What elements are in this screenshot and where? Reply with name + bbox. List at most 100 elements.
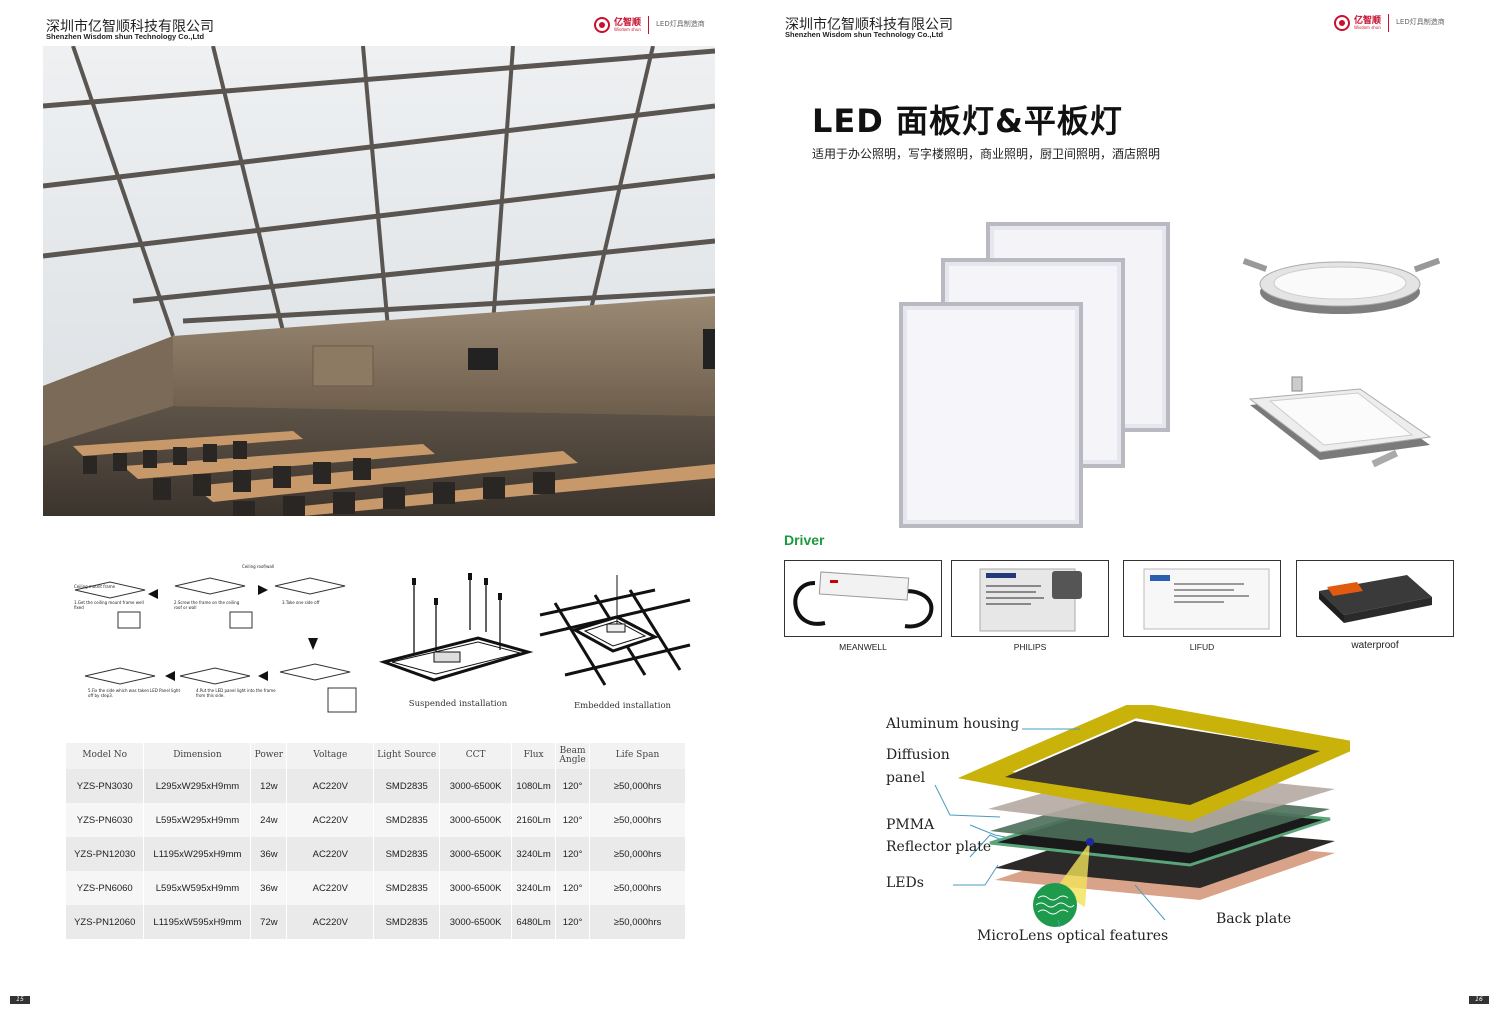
table-cell: 24w	[250, 803, 288, 837]
conference-room-photo	[43, 46, 715, 516]
table-cell: 3000-6500K	[439, 871, 513, 905]
layer-label-diffusion-2: panel	[886, 770, 926, 786]
col-header: Dimension	[143, 743, 252, 769]
table-row: YZS-PN6030 L595xW295xH9mm 24w AC220V SMD…	[66, 803, 686, 837]
table-cell: L595xW295xH9mm	[143, 803, 252, 837]
table-cell: AC220V	[286, 905, 375, 939]
layer-label-microlens: MicroLens optical features	[977, 928, 1169, 944]
install-step-label-5: LED Panel light	[150, 688, 181, 693]
table-row: YZS-PN6060 L595xW595xH9mm 36w AC220V SMD…	[66, 871, 686, 905]
company-name-cn-right: 深圳市亿智顺科技有限公司	[785, 17, 953, 33]
installation-steps-diagram: Ceiling mount frame Ceiling roof/wall 1.…	[70, 560, 365, 720]
company-name-en: Shenzhen Wisdom shun Technology Co.,Ltd	[46, 32, 205, 41]
install-step-label-6: 4.Put the LED panel light into the frame…	[196, 688, 276, 698]
table-cell: 120°	[555, 803, 591, 837]
driver-heading: Driver	[784, 532, 825, 548]
table-row: YZS-PN12030 L1195xW295xH9mm 36w AC220V S…	[66, 837, 686, 871]
brand-name-en: Wisdom shun	[1354, 24, 1381, 30]
table-cell: ≥50,000hrs	[589, 905, 686, 939]
driver-card-meanwell	[784, 560, 942, 637]
driver-label-meanwell: MEANWELL	[839, 642, 887, 652]
layer-label-pmma: PMMA	[886, 817, 935, 833]
driver-card-waterproof	[1296, 560, 1454, 637]
table-cell: L1195xW595xH9mm	[143, 905, 252, 939]
layer-label-reflector: Reflector plate	[886, 839, 992, 855]
brand-name: 亿智顺	[614, 17, 642, 28]
table-cell: AC220V	[286, 871, 375, 905]
install-step-label-2: 1.Get the ceiling mount frame well fixed	[74, 600, 144, 610]
brand-mark-icon	[594, 17, 610, 33]
layer-label-diffusion-1: Diffusion	[886, 747, 950, 763]
driver-card-lifud	[1123, 560, 1281, 637]
table-cell: 120°	[555, 837, 591, 871]
table-row: YZS-PN12060 L1195xW595xH9mm 72w AC220V S…	[66, 905, 686, 939]
table-cell: 3240Lm	[511, 871, 557, 905]
table-row: YZS-PN3030 L295xW295xH9mm 12w AC220V SMD…	[66, 769, 686, 803]
table-cell: 120°	[555, 769, 591, 803]
table-cell: AC220V	[286, 803, 375, 837]
company-name-en-right: Shenzhen Wisdom shun Technology Co.,Ltd	[785, 30, 944, 39]
table-cell: 36w	[250, 871, 288, 905]
table-cell: SMD2835	[373, 803, 441, 837]
table-cell: 1080Lm	[511, 769, 557, 803]
catalog-page-left: 深圳市亿智顺科技有限公司 Shenzhen Wisdom shun Techno…	[10, 16, 715, 1004]
table-cell: AC220V	[286, 837, 375, 871]
panel-layers-diagram	[880, 701, 1368, 955]
brand-logo: 亿智顺 Wisdom shun LED灯具制造商	[594, 16, 705, 34]
table-cell: 3000-6500K	[439, 837, 513, 871]
table-cell: YZS-PN6030	[66, 803, 145, 837]
layer-label-leds: LEDs	[886, 875, 924, 891]
table-cell: SMD2835	[373, 871, 441, 905]
brand-mark-icon	[1334, 15, 1350, 31]
brand-name: 亿智顺	[1354, 15, 1382, 26]
table-cell: SMD2835	[373, 837, 441, 871]
table-cell: ≥50,000hrs	[589, 803, 686, 837]
table-cell: ≥50,000hrs	[589, 769, 686, 803]
brand-name-en: Wisdom shun	[614, 26, 641, 32]
table-cell: L1195xW295xH9mm	[143, 837, 252, 871]
install-step-label-4: 3.Take one side off	[282, 600, 320, 605]
driver-label-waterproof: waterproof	[1351, 640, 1399, 651]
driver-label-lifud: LIFUD	[1189, 642, 1215, 652]
table-cell: ≥50,000hrs	[589, 871, 686, 905]
layer-label-aluminum: Aluminum housing	[886, 716, 1020, 732]
table-cell: L595xW595xH9mm	[143, 871, 252, 905]
table-cell: ≥50,000hrs	[589, 837, 686, 871]
spec-table: Model No Dimension Power Voltage Light S…	[66, 743, 686, 939]
table-cell: 120°	[555, 871, 591, 905]
col-header: Model No	[66, 743, 145, 769]
table-cell: 3000-6500K	[439, 803, 513, 837]
page-number-right: 16	[1469, 996, 1489, 1004]
brand-logo-right: 亿智顺 Wisdom shun LED灯具制造商	[1334, 14, 1445, 32]
table-cell: 6480Lm	[511, 905, 557, 939]
caption-suspended: Suspended installation	[408, 699, 508, 709]
square-panel-light-image	[1240, 375, 1440, 485]
col-header: Voltage	[286, 743, 375, 769]
table-cell: SMD2835	[373, 905, 441, 939]
col-header: Power	[250, 743, 288, 769]
brand-tagline: LED灯具制造商	[656, 20, 705, 29]
table-cell: L295xW295xH9mm	[143, 769, 252, 803]
install-step-label-0: Ceiling mount frame	[74, 584, 116, 589]
table-cell: 12w	[250, 769, 288, 803]
table-cell: 120°	[555, 905, 591, 939]
embedded-installation-diagram	[535, 575, 695, 715]
company-name-cn: 深圳市亿智顺科技有限公司	[46, 19, 214, 35]
driver-card-philips	[951, 560, 1109, 637]
install-step-label-3: 2.Screw the frame on the ceiling roof or…	[174, 600, 240, 610]
install-step-label-7: 5.Fix the side which was taken off by st…	[88, 688, 150, 698]
suspended-installation-diagram	[378, 570, 538, 715]
table-cell: YZS-PN12030	[66, 837, 145, 871]
brand-tagline: LED灯具制造商	[1396, 18, 1445, 27]
table-cell: 3000-6500K	[439, 905, 513, 939]
col-header: Flux	[511, 743, 557, 769]
install-step-label-1: Ceiling roof/wall	[242, 564, 275, 569]
table-cell: 36w	[250, 837, 288, 871]
table-cell: 3240Lm	[511, 837, 557, 871]
table-cell: 3000-6500K	[439, 769, 513, 803]
page-number: 15	[10, 996, 30, 1004]
table-header-row: Model No Dimension Power Voltage Light S…	[66, 743, 686, 769]
round-panel-light-image	[1238, 250, 1448, 330]
table-cell: YZS-PN3030	[66, 769, 145, 803]
table-cell: 2160Lm	[511, 803, 557, 837]
